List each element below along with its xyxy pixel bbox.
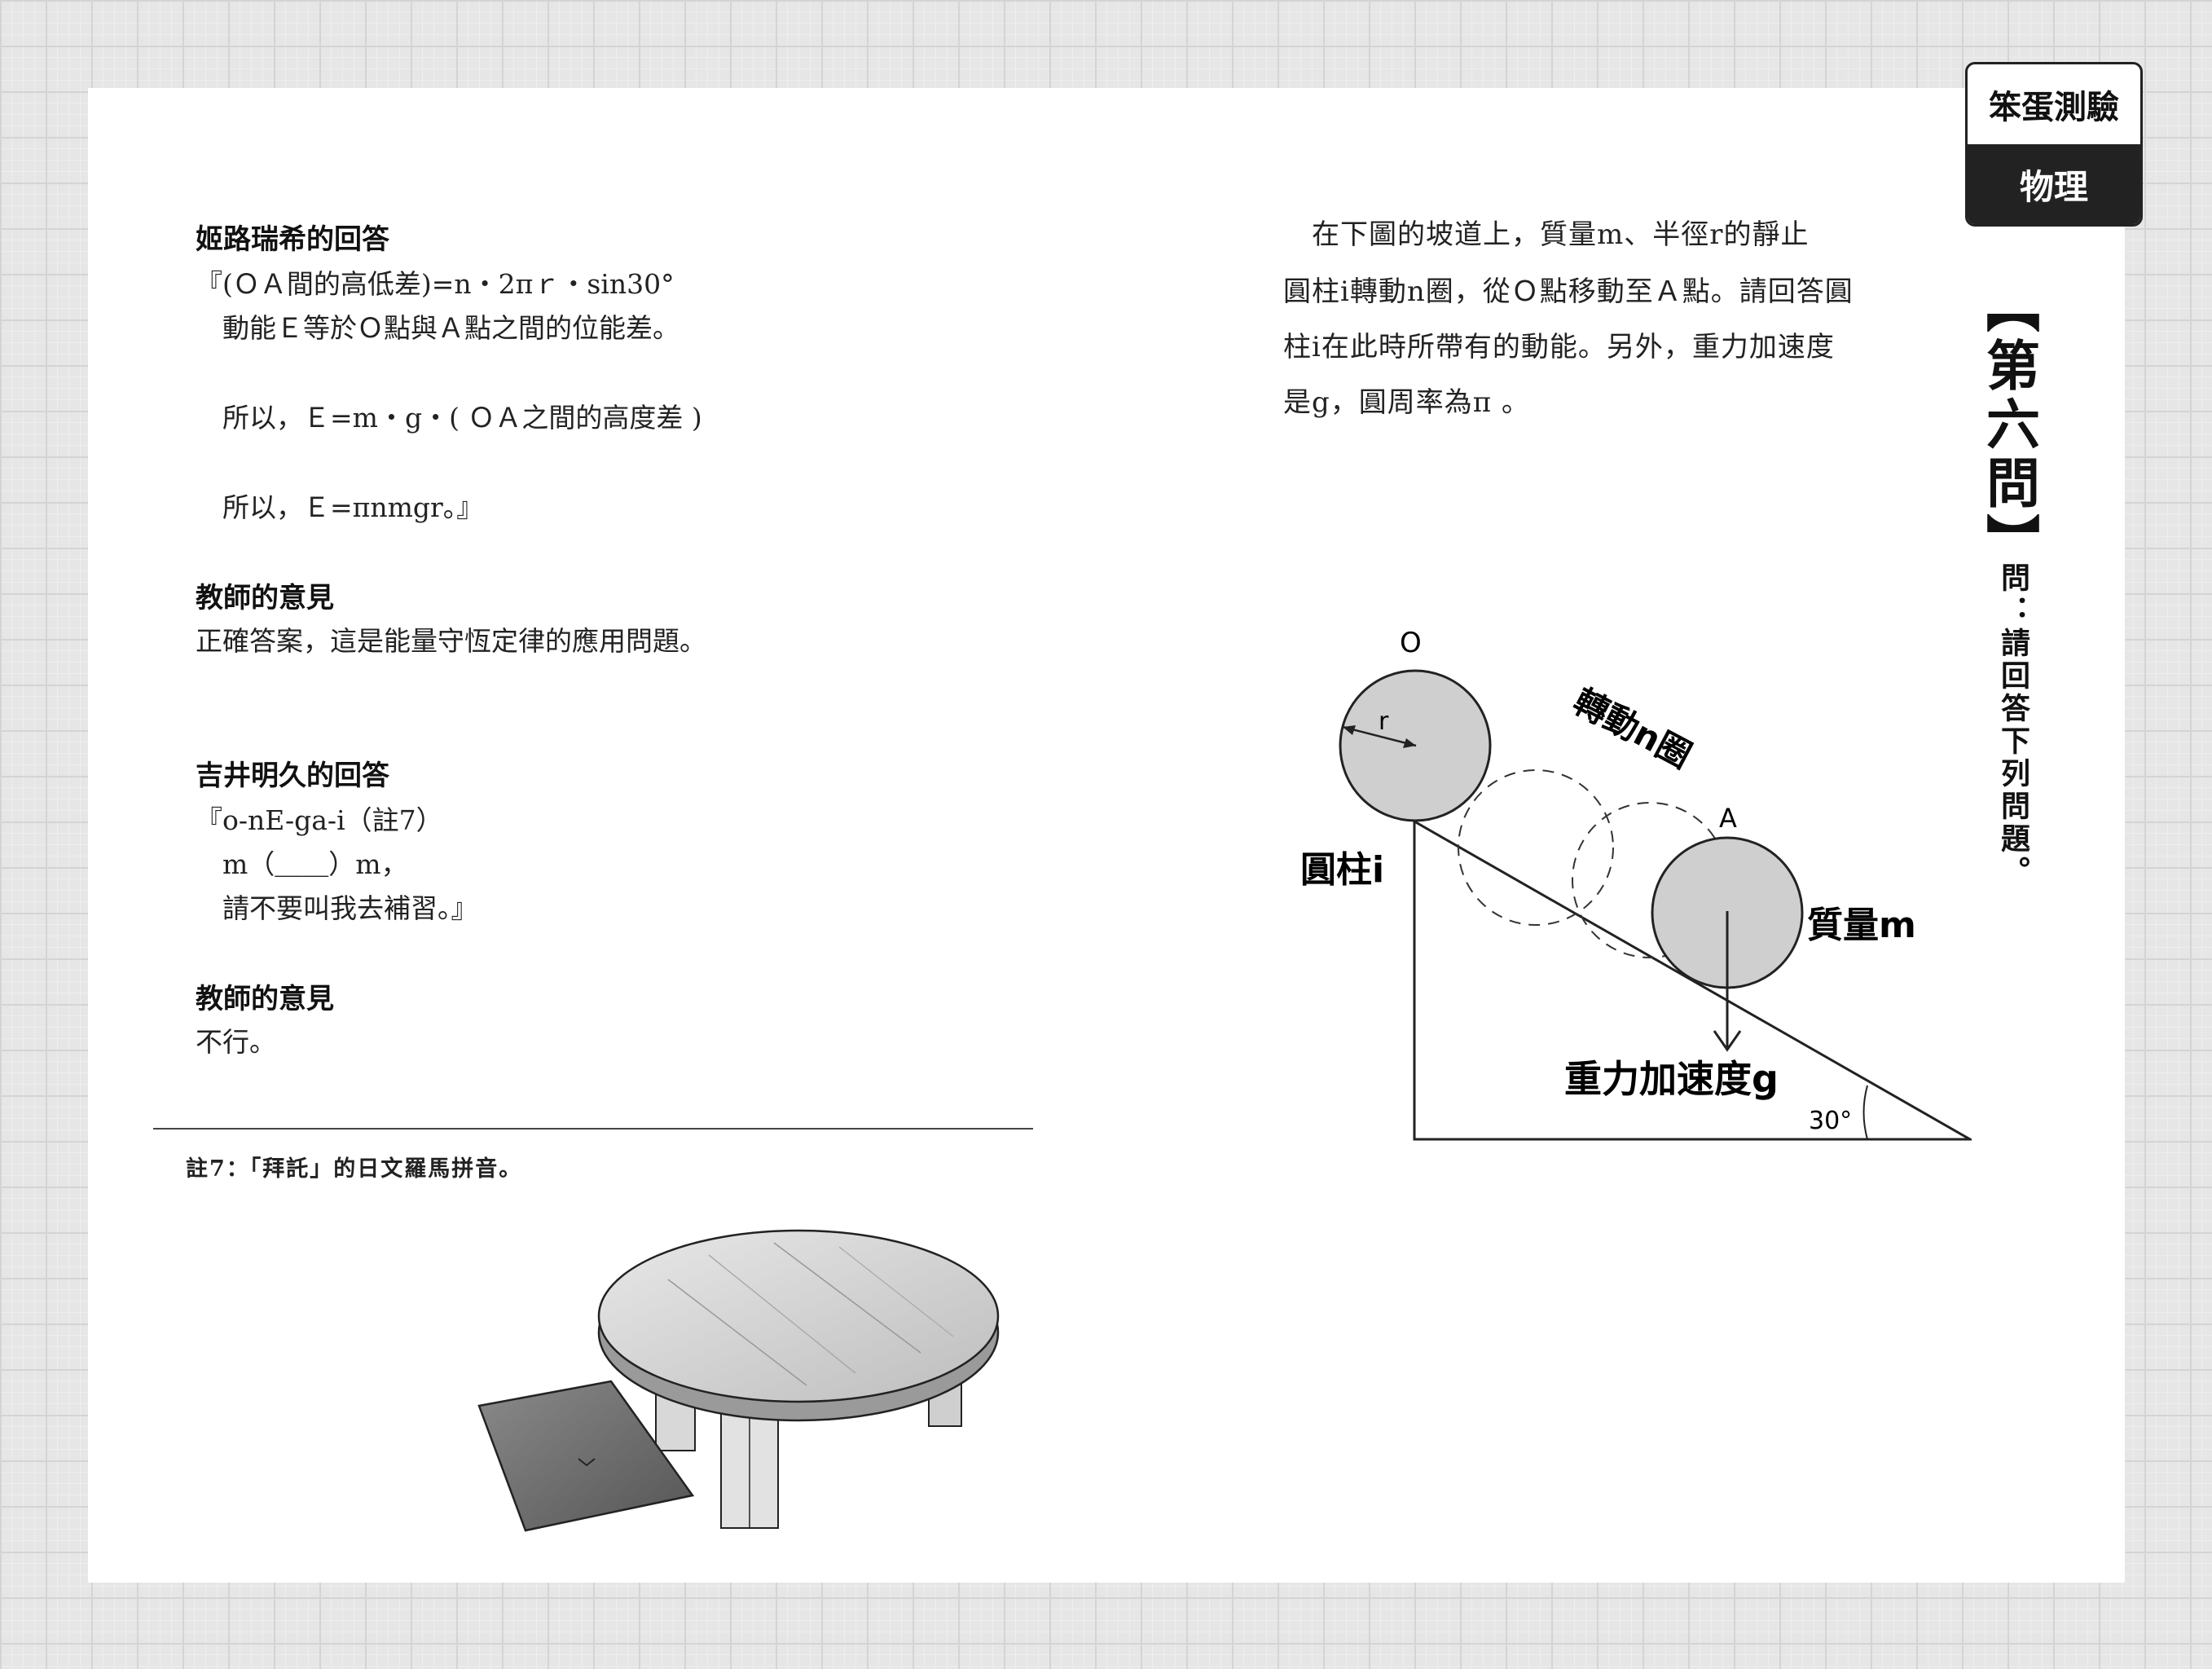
label-rotation: 轉動n圈 [1567,681,1698,776]
label-cylinder: 圓柱i [1300,849,1384,891]
label-r: r [1379,707,1389,736]
table-illustration [477,1229,1000,1532]
footnote: 註7：「拜託」的日文羅馬拼音。 [186,1156,523,1182]
book-spread [88,88,2125,1583]
rotation-path-circle-1 [1458,769,1614,926]
table-top [597,1229,1000,1403]
chapter-title: 【第六問】 [1977,279,2041,572]
teacher2-text: 不行。 [196,1026,276,1058]
teacher1-text: 正確答案，這是能量守恆定律的應用問題。 [196,625,706,657]
answer2-line-1: 『o-nE-ga-i（註7） [196,804,443,836]
label-angle: 30° [1809,1107,1852,1135]
slope-diagram: O r A 轉動n圈 圓柱i 質量m 重力加速度g 30° [1300,627,1972,1141]
answer1-heading: 姬路瑞希的回答 [196,223,389,256]
label-gravity: 重力加速度g [1564,1057,1779,1101]
answer2-heading: 吉井明久的回答 [196,760,389,792]
answer1-line-2: 動能Ｅ等於Ｏ點與Ａ點之間的位能差。 [196,312,679,344]
question-line-3: 柱i在此時所帶有的動能。另外，重力加速度 [1283,331,1835,363]
answer2-line-2: m（＿＿）m， [196,848,408,880]
question-line-1: 在下圖的坡道上，質量m、半徑r的靜止 [1283,218,1810,251]
tab-subject: 物理 [1968,144,2140,224]
label-O: O [1400,627,1422,659]
answer2-line-3: 請不要叫我去補習。』 [196,892,478,924]
angle-arc [1862,1085,1868,1140]
label-A: A [1719,803,1737,834]
question-line-2: 圓柱i轉動n圈，從Ｏ點移動至Ａ點。請回答圓 [1283,275,1854,308]
floor-cushion [477,1380,695,1532]
tab-title: 笨蛋測驗 [1989,89,2119,126]
category-tab: 笨蛋測驗 物理 [1965,62,2143,227]
question-prompt: 問：請回答下列問題。 [1996,562,2029,888]
label-mass: 質量m [1807,905,1916,946]
radius-arrow [1342,725,1417,747]
footnote-divider [153,1128,1033,1130]
answer1-line-1: 『(ＯＡ間的高低差)=n・2πｒ・sin30° [196,268,675,300]
teacher2-heading: 教師的意見 [196,983,334,1015]
question-line-4: 是g，圓周率為π 。 [1283,386,1530,419]
teacher1-heading: 教師的意見 [196,582,334,614]
answer1-line-3: 所以，Ｅ=m・g・( ＯＡ之間的高度差 ) [196,402,702,434]
answer1-line-4: 所以，Ｅ=πnmgr。』 [196,491,484,523]
